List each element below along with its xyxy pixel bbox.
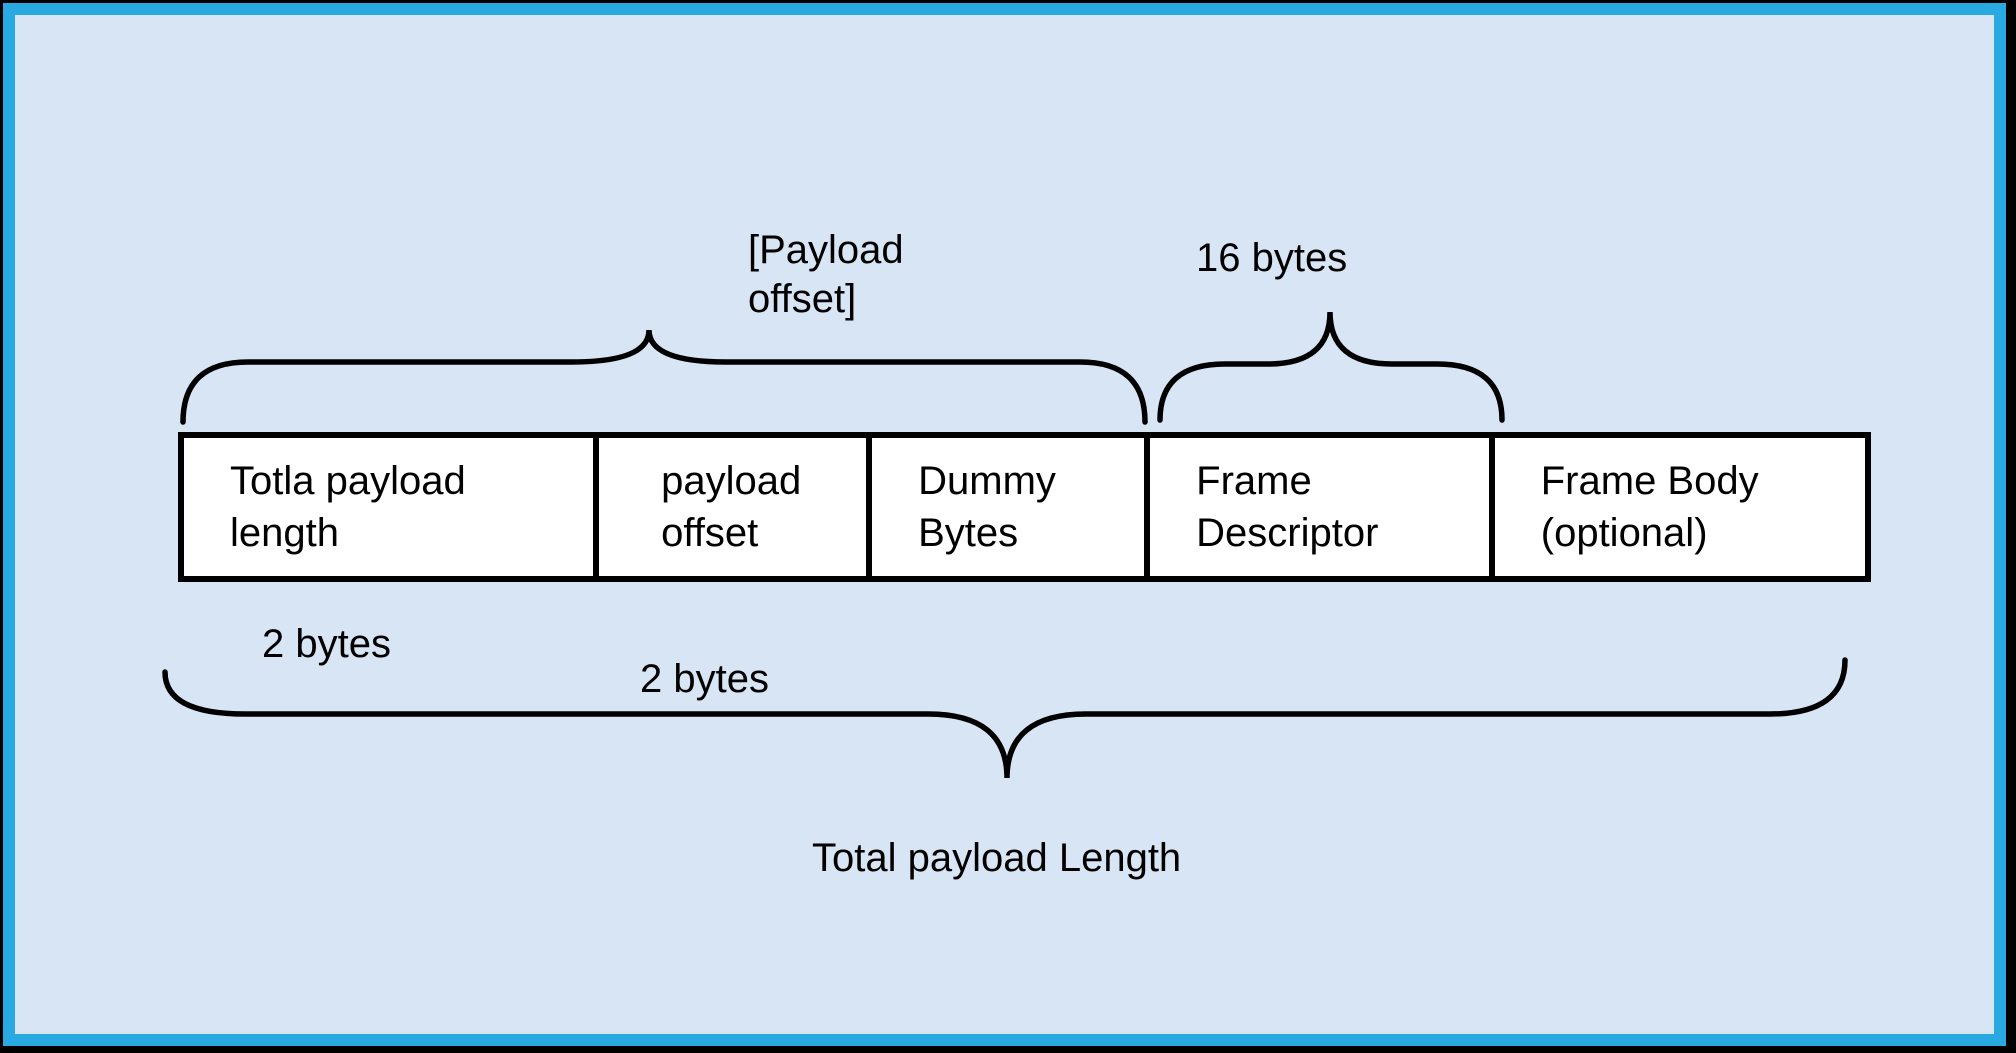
total-length-field-size-label: 2 bytes: [262, 622, 391, 666]
total-payload-length-label: Total payload Length: [812, 836, 1182, 880]
brace-total-payload-icon: [162, 657, 1848, 779]
field-label: Frame Body (optional): [1540, 459, 1759, 555]
field-box-frame-descriptor: Frame Descriptor: [1144, 438, 1489, 576]
frame-descriptor-size-label: 16 bytes: [1196, 236, 1348, 280]
payload-offset-field-size-label: 2 bytes: [640, 657, 769, 701]
brace-payload-offset-icon: [180, 329, 1148, 425]
field-box-payload-offset: payload offset: [593, 438, 867, 576]
field-label: Totla payload length: [230, 459, 466, 555]
field-label: payload offset: [661, 459, 802, 555]
field-label: Dummy Bytes: [918, 459, 1056, 555]
field-box-dummy-bytes: Dummy Bytes: [866, 438, 1145, 576]
field-box-total-payload-length: Totla payload length: [184, 438, 594, 576]
brace-16-bytes-icon: [1157, 311, 1505, 423]
frame-structure-row: Totla payload length payload offset Dumm…: [178, 432, 1871, 582]
field-label: Frame Descriptor: [1196, 459, 1379, 555]
field-box-frame-body: Frame Body (optional): [1488, 438, 1865, 576]
payload-offset-bracket-label: [Payload offset]: [748, 228, 904, 321]
